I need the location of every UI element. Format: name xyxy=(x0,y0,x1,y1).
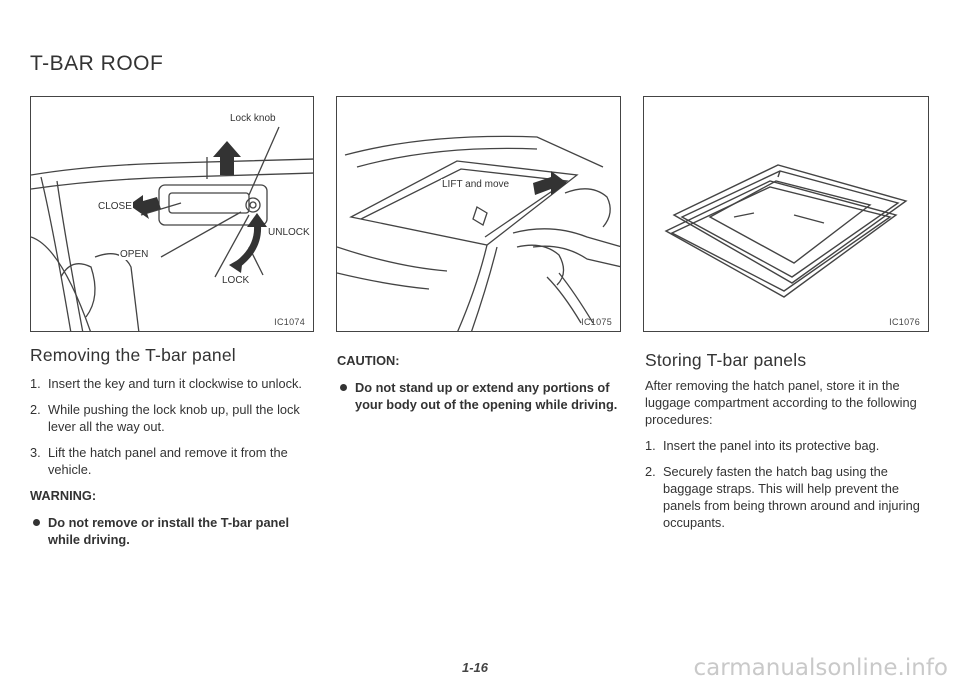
step-text: Securely fasten the hatch bag using the … xyxy=(663,464,920,530)
label-close: CLOSE xyxy=(97,201,133,212)
step-text: Insert the key and turn it clockwise to … xyxy=(48,376,302,391)
figure-lock-knob: Lock knob CLOSE OPEN UNLOCK LOCK IC1074 xyxy=(30,96,314,332)
caution-heading: CAUTION: xyxy=(337,353,400,368)
list-item: 3. Lift the hatch panel and remove it fr… xyxy=(30,444,314,478)
caution-text: Do not stand up or extend any portions o… xyxy=(355,380,618,412)
label-open: OPEN xyxy=(119,249,150,260)
label-lock-knob: Lock knob xyxy=(229,113,277,124)
list-item: 2. Securely fasten the hatch bag using t… xyxy=(645,463,929,531)
step-number: 3. xyxy=(30,445,41,460)
caution-bullet: Do not stand up or extend any portions o… xyxy=(337,379,619,413)
figure-stored-panels: IC1076 xyxy=(643,96,929,332)
storing-intro: After removing the hatch panel, store it… xyxy=(645,378,917,427)
step-text: Lift the hatch panel and remove it from … xyxy=(48,445,288,477)
step-number: 2. xyxy=(645,464,656,479)
list-item: 2. While pushing the lock knob up, pull … xyxy=(30,401,314,435)
step-text: Insert the panel into its protective bag… xyxy=(663,438,880,453)
stored-panels-illustration xyxy=(664,164,908,298)
heading-removing: Removing the T-bar panel xyxy=(30,345,236,365)
figure-code: IC1074 xyxy=(274,317,305,327)
watermark: carmanualsonline.info xyxy=(693,655,948,681)
step-number: 1. xyxy=(645,438,656,453)
caution-section: CAUTION: Do not stand up or extend any p… xyxy=(337,350,619,413)
figure-code: IC1076 xyxy=(889,317,920,327)
lift-panel-illustration xyxy=(337,135,620,331)
heading-storing: Storing T-bar panels xyxy=(645,350,807,370)
page-number: 1-16 xyxy=(462,660,489,675)
warning-text: Do not remove or install the T-bar panel… xyxy=(48,515,290,547)
removing-section: 1. Insert the key and turn it clockwise … xyxy=(30,375,314,548)
bullet-icon xyxy=(33,519,40,526)
label-lock: LOCK xyxy=(221,275,251,286)
figure-code: IC1075 xyxy=(581,317,612,327)
storing-section: After removing the hatch panel, store it… xyxy=(645,377,929,540)
step-text: While pushing the lock knob up, pull the… xyxy=(48,402,300,434)
label-lift-move: LIFT and move xyxy=(441,179,511,190)
warning-heading: WARNING: xyxy=(30,488,97,503)
step-number: 1. xyxy=(30,376,41,391)
page-title: T-BAR ROOF xyxy=(30,52,164,75)
list-item: 1. Insert the key and turn it clockwise … xyxy=(30,375,314,392)
warning-bullet: Do not remove or install the T-bar panel… xyxy=(30,514,314,548)
step-number: 2. xyxy=(30,402,41,417)
bullet-icon xyxy=(340,384,347,391)
label-unlock: UNLOCK xyxy=(267,227,311,238)
list-item: 1. Insert the panel into its protective … xyxy=(645,437,929,454)
figure-lift-panel: LIFT and move IC1075 xyxy=(336,96,621,332)
lock-knob-illustration xyxy=(31,126,313,331)
